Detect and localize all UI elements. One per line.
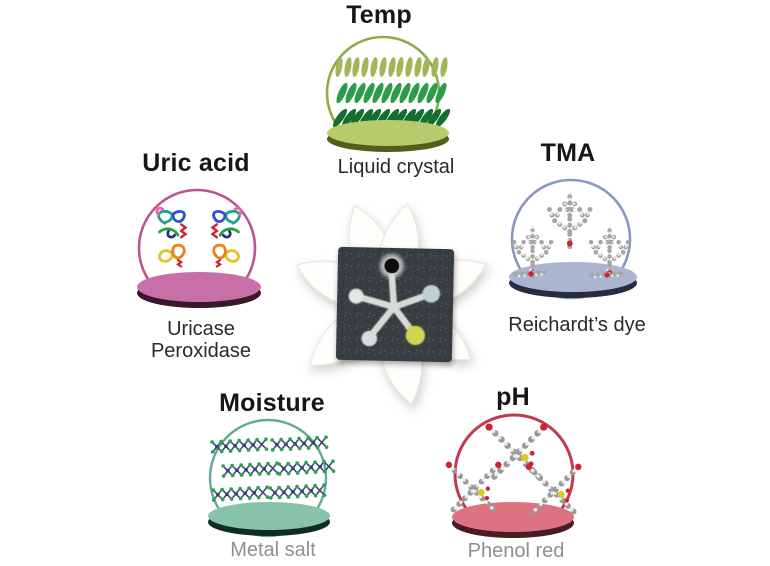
ph-platform: [452, 502, 574, 538]
uric-acid-platform: [137, 272, 261, 308]
well-upper-right: [422, 284, 441, 303]
tma-platform: [509, 262, 637, 298]
tma-title: TMA: [540, 139, 596, 167]
moisture-label: Metal salt: [230, 539, 316, 561]
tma-label: Reichardt’s dye: [508, 314, 646, 336]
well-left: [348, 288, 364, 304]
module-temp: [325, 35, 453, 152]
module-tma: [509, 178, 637, 300]
ph-title: pH: [496, 383, 530, 411]
module-uric-acid: [137, 188, 261, 308]
channel-hub: [388, 301, 400, 313]
chip-hole: [384, 258, 400, 274]
microchannel-star: [348, 269, 441, 347]
ph-label: Phenol red: [467, 540, 565, 562]
sensor-chip: [335, 246, 455, 363]
temp-label: Liquid crystal: [337, 156, 455, 178]
moisture-title: Moisture: [219, 389, 325, 417]
uric-acid-label-2: Peroxidase: [150, 340, 252, 362]
moisture-circle: [208, 418, 328, 538]
liquid-crystal-rods: [330, 56, 453, 129]
temp-platform: [327, 120, 449, 152]
temp-title: Temp: [346, 1, 412, 29]
uric-acid-label-1: Uricase: [167, 318, 235, 340]
uric-acid-title: Uric acid: [142, 149, 250, 177]
module-ph: [446, 413, 582, 538]
well-lower-right-tail: [407, 325, 419, 339]
moisture-platform: [208, 502, 330, 536]
tma-circle: [510, 178, 632, 300]
enzyme-protein-ribbons: [155, 206, 243, 268]
module-moisture: [208, 418, 336, 538]
well-lower-left: [361, 330, 378, 347]
